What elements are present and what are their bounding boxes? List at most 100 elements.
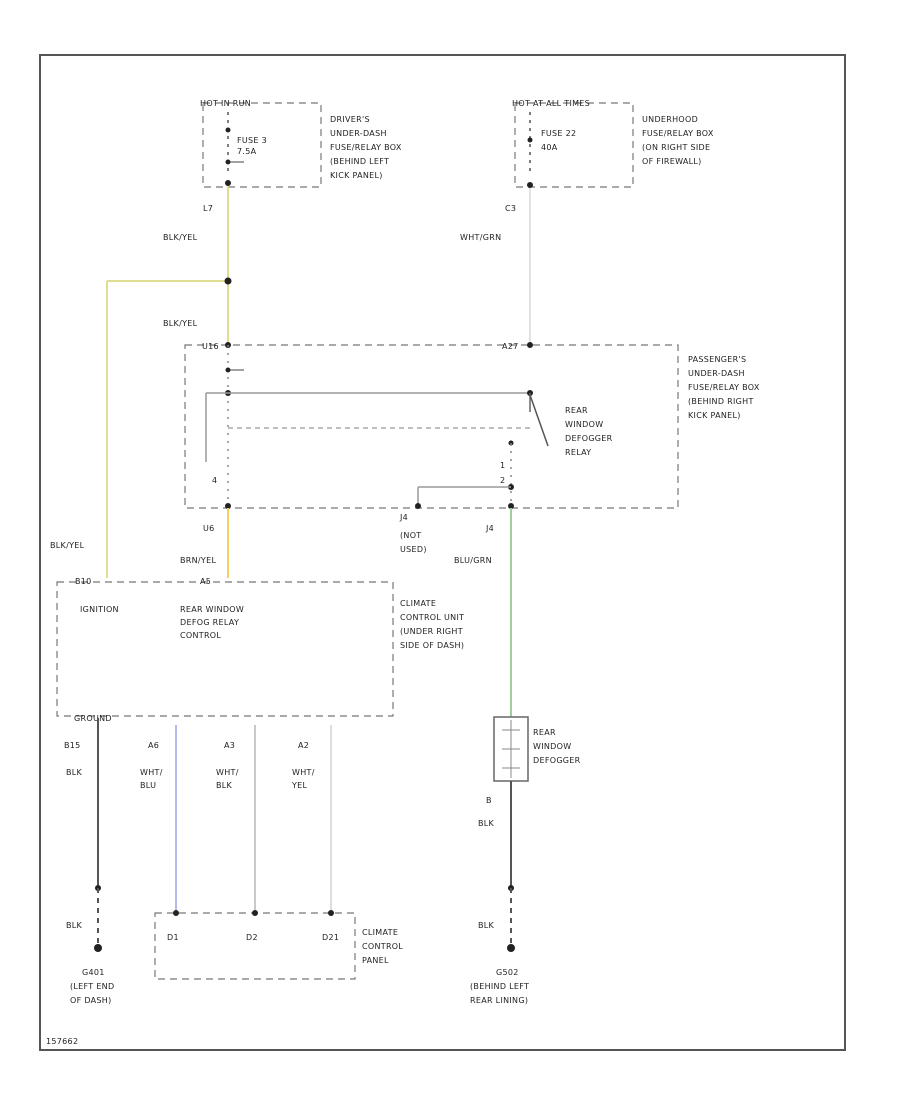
wire-label-blk-3: BLK xyxy=(478,819,495,828)
passengers-relay-box: PASSENGER'S UNDER-DASH FUSE/RELAY BOX (B… xyxy=(184,342,760,509)
wire-label-wht-yel-1: WHT/ xyxy=(292,768,315,777)
connector-l7-pin xyxy=(225,180,231,186)
defogger-pin-b: B xyxy=(486,796,492,805)
relay-switch-blade xyxy=(529,394,549,447)
wire-label-brn-yel: BRN/YEL xyxy=(180,556,216,565)
pin-a2: A2 xyxy=(298,741,309,750)
not-used-label-1: (NOT xyxy=(400,531,422,540)
underhood-box-desc-2: FUSE/RELAY BOX xyxy=(642,129,714,138)
panel-pin-d2: D2 xyxy=(246,933,258,942)
pin-b10: B10 xyxy=(75,577,92,586)
relay-coil-terminal xyxy=(225,367,231,373)
relay-label-3: DEFOGGER xyxy=(565,434,613,443)
drivers-box-desc-3: FUSE/RELAY BOX xyxy=(330,143,402,152)
splice-point xyxy=(224,277,232,285)
panel-pin-d2-dot xyxy=(252,910,258,916)
panel-pin-d1: D1 xyxy=(167,933,179,942)
drivers-box-desc-2: UNDER-DASH xyxy=(330,129,387,138)
connector-u6-pin xyxy=(225,503,231,509)
connector-j4: J4 xyxy=(485,524,494,533)
panel-pin-d1-dot xyxy=(173,910,179,916)
pin-a6: A6 xyxy=(148,741,159,750)
connector-c3: C3 xyxy=(505,204,516,213)
ground-g502-desc-1: (BEHIND LEFT xyxy=(470,982,529,991)
fuse-3-terminal-top xyxy=(225,127,231,133)
wire-label-blk-yel-mid: BLK/YEL xyxy=(163,319,198,328)
relay-label-4: RELAY xyxy=(565,448,592,457)
wire-label-blk-4: BLK xyxy=(478,921,495,930)
wire-label-blu-grn: BLU/GRN xyxy=(454,556,492,565)
wire-label-blk-2: BLK xyxy=(66,921,83,930)
fuse-22-label: FUSE 22 xyxy=(541,129,576,138)
connector-a27-pin xyxy=(527,342,533,348)
diagram-frame xyxy=(39,54,846,1051)
defogger-desc-1: REAR xyxy=(533,728,556,737)
climate-control-unit: B10 A5 IGNITION REAR WINDOW DEFOG RELAY … xyxy=(56,577,464,723)
wire-label-blk-yel-top: BLK/YEL xyxy=(163,233,198,242)
pin-a5: A5 xyxy=(200,577,211,586)
relay-label-1: REAR xyxy=(565,406,588,415)
pin-2: 2 xyxy=(500,476,505,485)
climate-unit-desc-1: CLIMATE xyxy=(400,599,436,608)
climate-control-unit-outline xyxy=(56,581,394,717)
wire-label-wht-blk-2: BLK xyxy=(216,781,233,790)
panel-desc-3: PANEL xyxy=(362,956,389,965)
drivers-box-desc-1: DRIVER'S xyxy=(330,115,370,124)
defog-control-1: REAR WINDOW xyxy=(180,605,244,614)
wire-label-blk-1: BLK xyxy=(66,768,83,777)
underhood-box-desc-1: UNDERHOOD xyxy=(642,115,698,124)
pin-4: 4 xyxy=(212,476,217,485)
drivers-fuse-box: HOT IN RUN FUSE 3 7.5A DRIVER'S UNDER-DA… xyxy=(200,99,402,213)
passengers-box-desc-1: PASSENGER'S xyxy=(688,355,746,364)
underhood-box-desc-3: (ON RIGHT SIDE xyxy=(642,143,710,152)
rear-window-defogger: REAR WINDOW DEFOGGER xyxy=(493,716,580,782)
figure-id: 157662 xyxy=(46,1037,78,1046)
source-hot-at-all-times: HOT AT ALL TIMES xyxy=(512,99,590,108)
defogger-desc-2: WINDOW xyxy=(533,742,571,751)
panel-desc-2: CONTROL xyxy=(362,942,403,951)
climate-unit-desc-3: (UNDER RIGHT xyxy=(400,627,463,636)
climate-unit-desc-2: CONTROL UNIT xyxy=(400,613,464,622)
ground-g502-desc-2: REAR LINING) xyxy=(470,996,528,1005)
climate-control-panel-outline xyxy=(154,912,356,980)
passengers-box-desc-4: (BEHIND RIGHT xyxy=(688,397,754,406)
ground-g401-symbol xyxy=(94,944,102,952)
wire-label-wht-blu-2: BLU xyxy=(140,781,156,790)
connector-a27: A27 xyxy=(502,342,519,351)
ground-g502-symbol xyxy=(507,944,515,952)
not-used-label-2: USED) xyxy=(400,545,427,554)
defog-control-2: DEFOG RELAY xyxy=(180,618,239,627)
fuse-22-rating: 40A xyxy=(541,143,558,152)
drivers-box-desc-4: (BEHIND LEFT xyxy=(330,157,389,166)
ignition-label: IGNITION xyxy=(80,605,119,614)
pin-b15: B15 xyxy=(64,741,81,750)
passengers-box-outline xyxy=(184,344,679,509)
ground-g502: G502 xyxy=(496,968,519,977)
ground-g401-desc-2: OF DASH) xyxy=(70,996,112,1005)
panel-pin-d21: D21 xyxy=(322,933,339,942)
drivers-box-desc-5: KICK PANEL) xyxy=(330,171,383,180)
fuse-3-rating: 7.5A xyxy=(237,147,257,156)
connector-j4-pin xyxy=(508,503,514,509)
connector-l7: L7 xyxy=(203,204,213,213)
fuse-3-terminal-bot xyxy=(225,159,231,165)
ground-g401-desc-1: (LEFT END xyxy=(70,982,114,991)
underhood-box-desc-4: OF FIREWALL) xyxy=(642,157,702,166)
passengers-box-desc-2: UNDER-DASH xyxy=(688,369,745,378)
underhood-fuse-box: HOT AT ALL TIMES FUSE 22 40A UNDERHOOD F… xyxy=(505,99,714,213)
climate-unit-desc-4: SIDE OF DASH) xyxy=(400,641,464,650)
wire-label-wht-blu-1: WHT/ xyxy=(140,768,163,777)
passengers-box-desc-3: FUSE/RELAY BOX xyxy=(688,383,760,392)
pin-1: 1 xyxy=(500,461,505,470)
underhood-fuse-box-outline xyxy=(514,102,634,188)
relay-label-2: WINDOW xyxy=(565,420,603,429)
ground-g401: G401 xyxy=(82,968,105,977)
source-hot-in-run: HOT IN RUN xyxy=(200,99,251,108)
wire-label-blk-yel-left: BLK/YEL xyxy=(50,541,85,550)
ground-label: GROUND xyxy=(74,714,112,723)
defog-control-3: CONTROL xyxy=(180,631,221,640)
panel-pin-d21-dot xyxy=(328,910,334,916)
drivers-fuse-box-outline xyxy=(202,102,322,188)
panel-desc-1: CLIMATE xyxy=(362,928,398,937)
